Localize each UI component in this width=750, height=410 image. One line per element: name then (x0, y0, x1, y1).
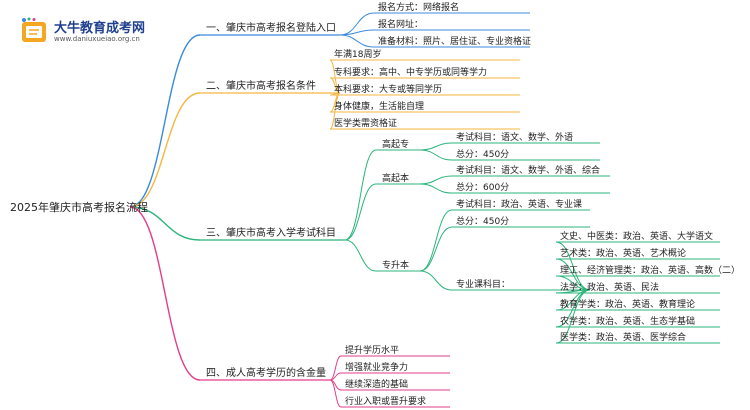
leaf-label: 提升学历水平 (345, 344, 399, 356)
deep-leaf-label: 文史、中医类：政治、英语、大学语文 (560, 230, 713, 242)
sub-label: 高起专 (382, 138, 409, 150)
leaf-connector (419, 270, 453, 291)
leaf-label: 年满18周岁 (334, 48, 381, 60)
leaf-connector (419, 183, 453, 194)
branch-label: 三、肇庆市高考入学考试科目 (206, 226, 336, 239)
branch-label: 二、肇庆市高考报名条件 (206, 79, 316, 92)
branch-connector (129, 92, 201, 208)
leaf-label: 总分：600分 (456, 181, 509, 193)
deep-leaf-label: 农学类：政治、英语、生态学基础 (560, 315, 695, 327)
leaf-label: 准备材料：照片、居住证、专业资格证 (378, 35, 531, 47)
branch-connector (129, 206, 201, 381)
branch-connector (129, 34, 201, 208)
leaf-label: 总分：450分 (456, 148, 509, 160)
branch-label: 一、肇庆市高考报名登陆入口 (206, 21, 336, 34)
leaf-label: 考试科目：政治、英语、专业课 (456, 198, 582, 210)
branch-connector (129, 206, 201, 241)
deep-leaf-label: 理工、经济管理类：政治、英语、高数（二） (560, 264, 740, 276)
leaf-label: 医学类需资格证 (334, 117, 397, 129)
sub-label: 专升本 (382, 259, 409, 271)
deep-leaf-label: 教育学类：政治、英语、教育理论 (560, 298, 695, 310)
leaf-label: 行业入职或晋升要求 (345, 395, 426, 407)
leaf-label: 考试科目：语文、数学、外语、综合 (456, 164, 600, 176)
leaf-connector (419, 209, 453, 272)
deep-leaf-label: 法学：政治、英语、民法 (560, 281, 659, 293)
leaf-label: 继续深造的基础 (345, 378, 408, 390)
leaf-label: 考试科目：语文、数学、外语 (456, 131, 573, 143)
leaf-connector (419, 175, 453, 185)
sub-connector (344, 149, 377, 241)
leaf-connector (419, 142, 453, 151)
deep-leaf-label: 医学类：政治、英语、医学综合 (560, 331, 686, 343)
root-node-label: 2025年肇庆市高考报名流程 (10, 200, 148, 214)
leaf-label: 增强就业竞争力 (345, 361, 408, 373)
sub-connector (344, 183, 377, 241)
branch-label: 四、成人高考学历的含金量 (206, 366, 326, 379)
sub-label: 高起本 (382, 172, 409, 184)
leaf-connector (329, 379, 342, 408)
book-icon (22, 17, 46, 42)
leaf-label: 报名网址： (378, 18, 423, 30)
leaf-label: 专科要求：高中、中专学历或同等学力 (334, 66, 487, 78)
leaf-connector (419, 226, 453, 272)
leaf-connector (419, 149, 453, 161)
logo-title: 大牛教育成考网 (54, 21, 146, 36)
leaf-label: 报名方式：网络报名 (378, 1, 459, 13)
leaf-label: 专业课科目： (456, 278, 510, 290)
leaf-label: 本科要求：大专或等同学历 (334, 83, 442, 95)
leaf-connector (339, 34, 375, 48)
leaf-label: 身体健康，生活能自理 (334, 100, 424, 112)
leaf-label: 总分：450分 (456, 215, 509, 227)
sub-connector (344, 239, 377, 272)
deep-leaf-label: 艺术类：政治、英语、艺术概论 (560, 247, 686, 259)
logo-url: www.daniuxueiao.org.cn (54, 35, 140, 43)
leaf-connector (339, 12, 375, 36)
deep-leaf-connector (555, 258, 591, 291)
deep-leaf-connector (555, 289, 591, 344)
site-logo: 大牛教育成考网 www.daniuxueiao.org.cn (12, 14, 145, 48)
leaf-connector (329, 92, 341, 130)
